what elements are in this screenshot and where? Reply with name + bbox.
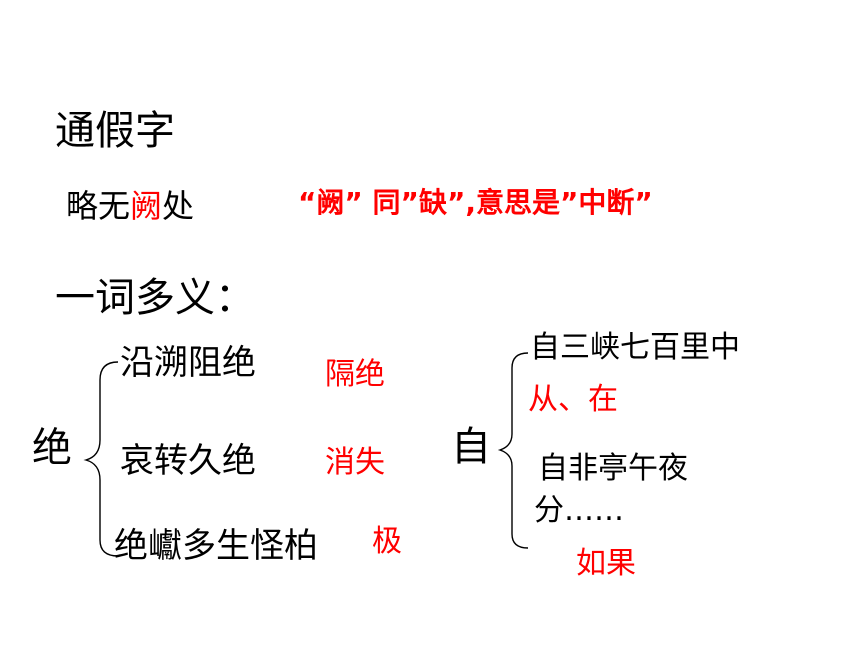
jue-char: 绝 [32,425,72,471]
zi-phrase-2-line2: 分…… [534,493,624,528]
heading-tongjiazi: 通假字 [55,108,175,154]
zi-phrase-1: 自三峡七百里中 [530,330,740,365]
tongjiazi-explanation: “阙” 同”缺”,意思是”中断” [298,186,653,219]
jue-phrase-3: 绝巘多生怪柏 [114,526,318,566]
zi-phrase-2-line1: 自非亭午夜 [538,451,688,486]
example-prefix: 略无 [66,187,131,225]
jue-meaning-2: 消失 [325,445,385,480]
example-sentence: 略无阙处 [66,190,194,222]
heading-yiciduoyi: 一词多义： [55,275,255,321]
zi-meaning-1: 从、在 [528,382,618,417]
zi-meaning-2: 如果 [576,546,636,581]
jue-phrase-2: 哀转久绝 [120,441,256,481]
jue-meaning-1: 隔绝 [325,357,385,392]
example-suffix: 处 [162,187,195,225]
example-highlight-char: 阙 [130,187,163,225]
zi-char: 自 [451,424,491,470]
jue-meaning-3: 极 [372,524,402,559]
jue-phrase-1: 沿溯阻绝 [120,343,256,383]
